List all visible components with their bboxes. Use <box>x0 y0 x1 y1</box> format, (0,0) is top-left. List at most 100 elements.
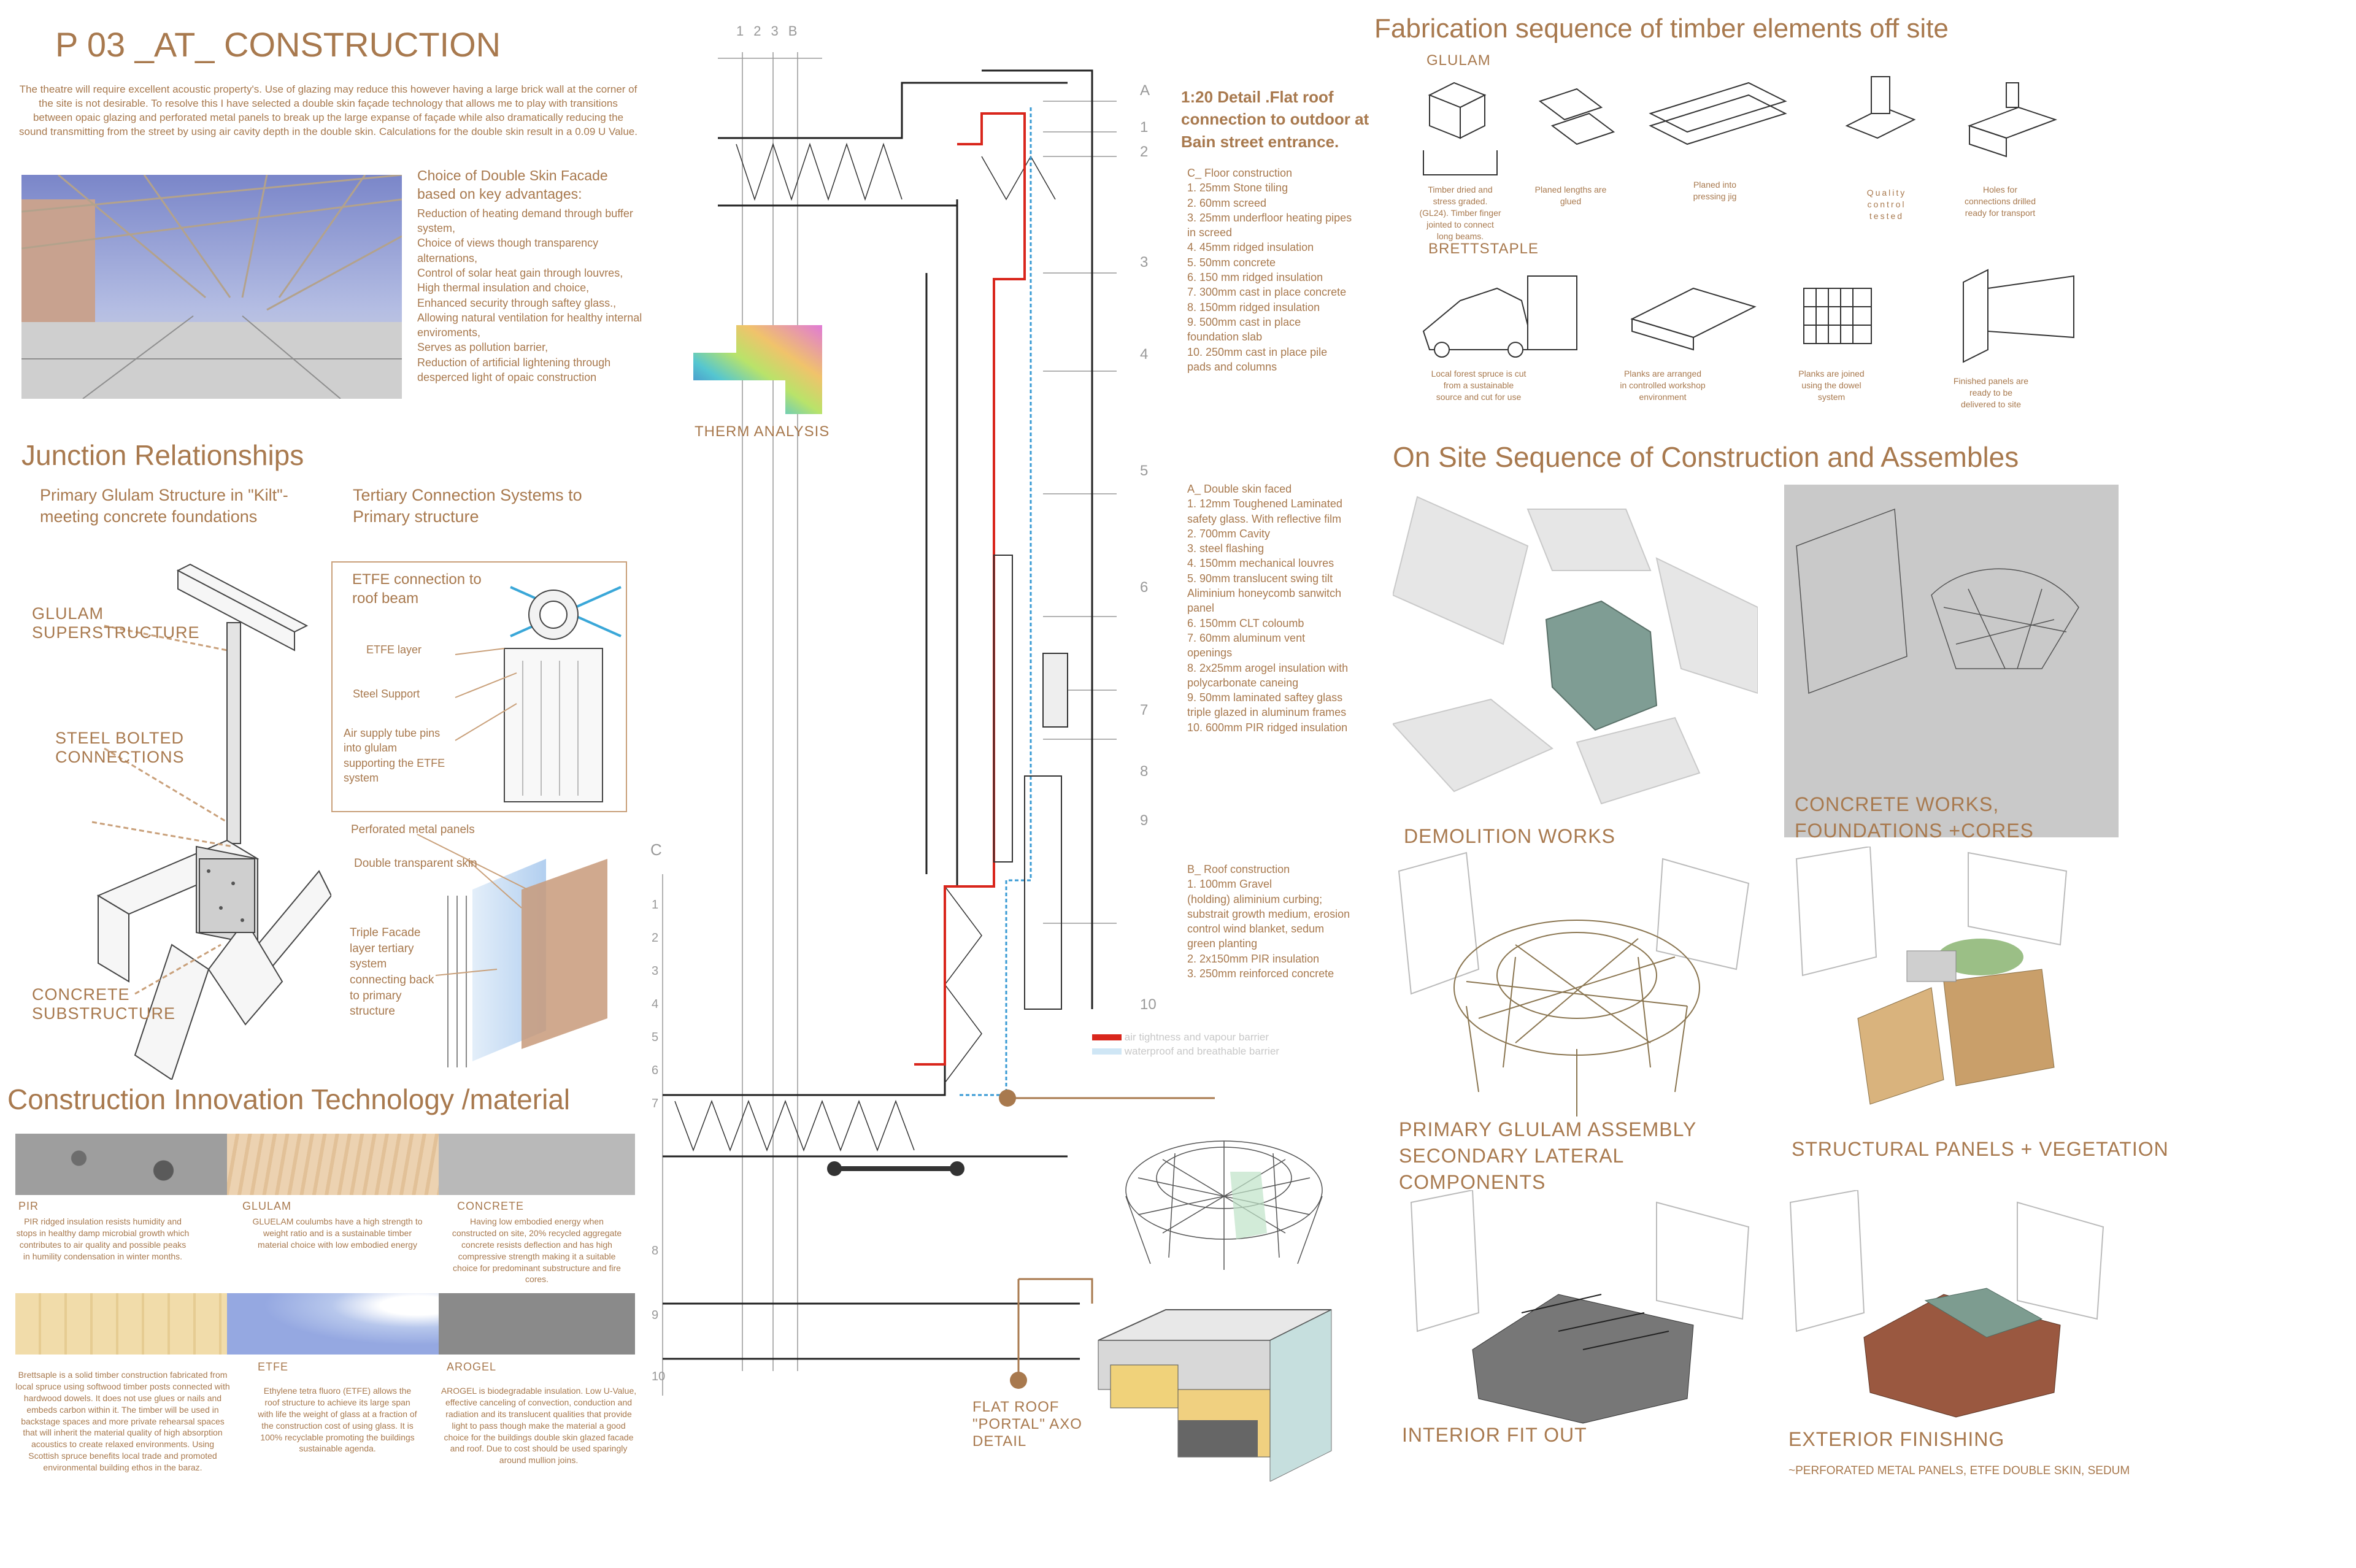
list-item: 6. 150 mm ridged insulation <box>1187 271 1323 284</box>
grid-label: 8 <box>652 1244 659 1258</box>
stage-interior-label: INTERIOR FIT OUT <box>1402 1424 1587 1446</box>
grid-label: 6 <box>1140 579 1149 596</box>
stage-demolition-label: DEMOLITION WORKS <box>1404 825 1615 847</box>
steel-support-label: Steel Support <box>353 688 420 700</box>
list-item: 4. 150mm mechanical louvres <box>1187 557 1334 570</box>
list-item: Serves as pollution barrier, <box>417 341 549 354</box>
stage-panels-image <box>1784 847 2119 1129</box>
legend-label: waterproof and breathable barrier <box>1124 1045 1280 1057</box>
onsite-title: On Site Sequence of Construction and Ass… <box>1393 441 2019 473</box>
glulam-step-2: Planed lengths are glued <box>1534 185 1607 206</box>
glulam-step-4: Quality control tested <box>1866 188 1907 221</box>
material-text-etfe: Ethylene tetra fluoro (ETFE) allows the … <box>258 1386 417 1454</box>
grid-label: 1 <box>652 898 659 912</box>
stage-panels-label: STRUCTURAL PANELS + VEGETATION <box>1792 1138 2169 1160</box>
brettstaple-step-4: Finished panels are ready to be delivere… <box>1953 376 2029 409</box>
junction-title: Junction Relationships <box>21 439 304 471</box>
grid-label: B <box>788 23 807 39</box>
list-item: 1. 100mm Gravel <box>1187 878 1272 891</box>
list-item: 3. 25mm underfloor heating pipes in scre… <box>1187 211 1352 239</box>
list-item: Choice of views though transparency alte… <box>417 237 599 264</box>
pir-swatch <box>15 1134 227 1195</box>
grid-label: 4 <box>652 997 659 1011</box>
material-name-pir: PIR <box>18 1200 39 1212</box>
grid-label: 9 <box>1140 812 1149 829</box>
stage-concrete-label: CONCRETE WORKS, FOUNDATIONS +CORES <box>1795 793 2034 842</box>
glulam-step-3: Planed into pressing jig <box>1693 180 1737 201</box>
stage-exterior-image <box>1784 1190 2119 1435</box>
material-name-arogel: AROGEL <box>447 1361 497 1373</box>
list-heading: C_ Floor construction <box>1187 167 1293 179</box>
brettstaple-step-3: Planks are joined using the dowel system <box>1798 369 1865 402</box>
stage-glulam-image <box>1393 847 1767 1129</box>
double-transparent-label: Double transparent skin <box>354 857 477 870</box>
list-item: 2. 2x150mm PIR insulation <box>1187 952 1320 965</box>
grid-label: 3 <box>1140 254 1149 271</box>
primary-structure-heading: Primary Glulam Structure in "Kilt"- meet… <box>40 486 288 526</box>
stage-glulam-label: PRIMARY GLULAM ASSEMBLY SECONDARY LATERA… <box>1399 1118 1696 1194</box>
glulam-superstructure-label: GLULAM SUPERSTRUCTURE <box>32 604 200 642</box>
concrete-substructure-label: CONCRETE SUBSTRUCTURE <box>32 985 176 1023</box>
legend-label: air tightness and vapour barrier <box>1124 1031 1269 1043</box>
list-item: 6. 150mm CLT coloumb <box>1187 617 1304 629</box>
material-text-pir: PIR ridged insulation resists humidity a… <box>16 1216 190 1261</box>
grid-label: A <box>1140 82 1150 99</box>
legend-item-blue: waterproof and breathable barrier <box>1092 1045 1279 1059</box>
grid-label: 1 <box>1140 119 1149 136</box>
brettstaple-swatch <box>15 1293 227 1355</box>
roof-construction-list: B_ Roof construction 1. 100mm Gravel (ho… <box>1187 862 1353 981</box>
etfe-layer-label: ETFE layer <box>366 644 422 656</box>
glulam-label: GLULAM <box>1426 52 1491 69</box>
glulam-steps-drawing <box>1417 71 2104 181</box>
grid-label: 6 <box>652 1064 659 1077</box>
fabrication-title: Fabrication sequence of timber elements … <box>1374 13 1949 44</box>
list-item: 7. 300mm cast in place concrete <box>1187 286 1347 299</box>
material-text-arogel: AROGEL is biodegradable insulation. Low … <box>441 1386 637 1466</box>
stage-exterior-label: EXTERIOR FINISHING <box>1788 1428 2005 1450</box>
list-item: 3. 250mm reinforced concrete <box>1187 967 1334 980</box>
grid-label: 7 <box>1140 702 1149 718</box>
list-item: Allowing natural ventilation for healthy… <box>417 311 642 339</box>
grid-label: 4 <box>1140 346 1149 363</box>
grid-label: 9 <box>652 1309 659 1322</box>
list-item: 5. 50mm concrete <box>1187 256 1276 269</box>
double-skin-advantages: Choice of Double Skin Facade based on ke… <box>417 167 644 385</box>
list-item: 3. steel flashing <box>1187 542 1265 555</box>
page-title: P 03 _AT_ CONSTRUCTION <box>55 25 501 64</box>
list-item: 8. 150mm ridged insulation <box>1187 301 1320 313</box>
list-item: (holding) aliminium curbing; substrait g… <box>1187 893 1350 950</box>
stage-concrete-image <box>1784 485 2119 837</box>
list-item: 4. 45mm ridged insulation <box>1187 241 1314 254</box>
list-heading: B_ Roof construction <box>1187 863 1290 875</box>
double-skin-list: Reduction of heating demand through buff… <box>417 206 644 385</box>
grid-label: 10 <box>1140 996 1157 1013</box>
list-item: 9. 500mm cast in place foundation slab <box>1187 315 1301 344</box>
flat-roof-axo-drawing <box>1086 1297 1344 1482</box>
list-item: 10. 600mm PIR ridged insulation <box>1187 721 1348 734</box>
stage-demolition-image <box>1393 485 1758 816</box>
arogel-swatch <box>439 1293 635 1355</box>
etfe-connection-label: ETFE connection to roof beam <box>352 571 482 607</box>
list-item: 2. 60mm screed <box>1187 196 1267 209</box>
facade-layers-drawing <box>344 822 638 1080</box>
flat-roof-axo-label: FLAT ROOF "PORTAL" AXO DETAIL <box>972 1399 1082 1450</box>
list-item: 9. 50mm laminated saftey glass triple gl… <box>1187 691 1347 719</box>
grid-label: 2 <box>753 23 771 39</box>
grid-label: 5 <box>652 1031 659 1044</box>
list-item: Enhanced security through saftey glass., <box>417 296 617 309</box>
floor-construction-list: C_ Floor construction 1. 25mm Stone tili… <box>1187 166 1353 374</box>
grid-label: 1 <box>736 23 754 39</box>
list-item: Reduction of artificial lightening throu… <box>417 356 611 384</box>
glulam-step-1: Timber dried and stress graded. (GL24). … <box>1419 185 1501 241</box>
etfe-swatch <box>227 1293 439 1355</box>
brettstaple-steps-drawing <box>1411 264 2104 368</box>
grid-top-labels: 123B <box>736 23 807 39</box>
list-item: 1. 25mm Stone tiling <box>1187 182 1288 194</box>
brettstaple-step-1: Local forest spruce is cut from a sustai… <box>1431 369 1526 402</box>
therm-analysis-label: THERM ANALYSIS <box>695 423 830 440</box>
grid-label: 2 <box>652 931 659 945</box>
grid-label: 8 <box>1140 763 1149 780</box>
list-item: 10. 250mm cast in place pile pads and co… <box>1187 345 1328 373</box>
list-item: 2. 700mm Cavity <box>1187 527 1271 540</box>
tertiary-structure-heading: Tertiary Connection Systems to Primary s… <box>353 486 582 526</box>
